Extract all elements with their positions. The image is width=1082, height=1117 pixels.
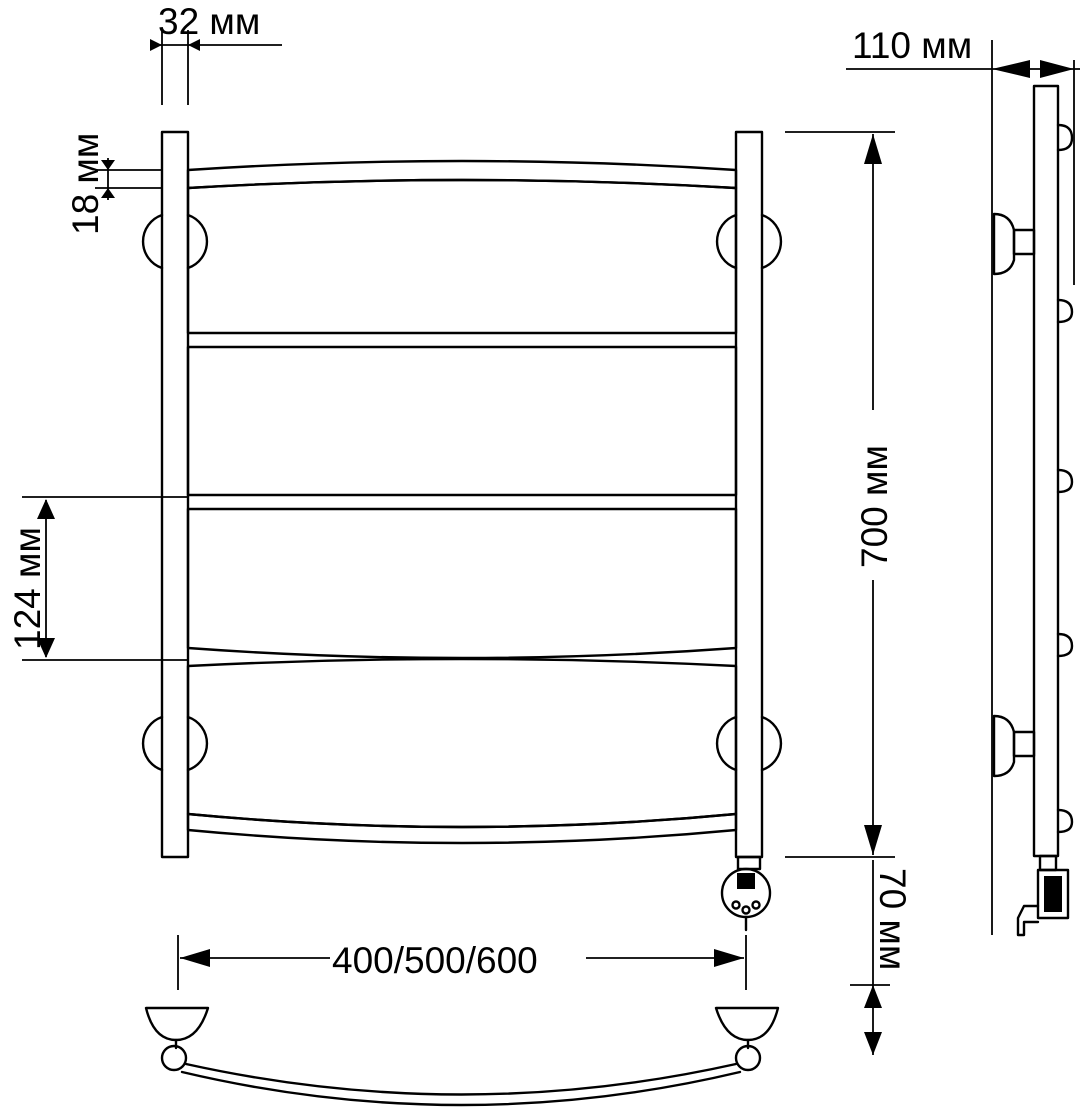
rung-diameter-label: 18 мм (65, 133, 106, 235)
rung-bottom (186, 812, 738, 845)
panel-3 (186, 507, 738, 660)
dimension-rung-diameter: 18 мм (65, 133, 162, 235)
electric-heater-icon (720, 855, 772, 932)
heater-depth-label: 70 мм (872, 868, 913, 970)
top-view (144, 1006, 780, 1107)
wall-offset-label: 110 мм (852, 25, 972, 66)
dimension-heater-depth: 70 мм (850, 860, 913, 1055)
wall-bracket-top-left (141, 213, 209, 270)
tube-diameter-label: 32 мм (158, 1, 260, 42)
right-vertical-tube (734, 130, 764, 859)
height-label: 700 мм (854, 445, 895, 568)
wall-bracket-top-right (715, 213, 783, 270)
side-view (991, 40, 1074, 937)
dimension-height: 700 мм (785, 131, 895, 858)
front-view (141, 130, 783, 932)
width-label: 400/500/600 (332, 940, 538, 981)
panel-2 (186, 345, 738, 497)
rung-pitch-label: 124 мм (7, 527, 48, 650)
dimension-wall-offset: 110 мм (846, 25, 1080, 285)
panel-1 (186, 178, 738, 335)
dimension-width: 400/500/600 (177, 935, 747, 990)
wall-bracket-bottom-left (141, 715, 209, 772)
dimension-tube-diameter: 32 мм (150, 1, 282, 105)
left-vertical-tube (160, 130, 190, 859)
panel-4 (186, 657, 738, 829)
dimension-rung-pitch: 124 мм (7, 496, 188, 661)
wall-bracket-bottom-right (715, 715, 783, 772)
